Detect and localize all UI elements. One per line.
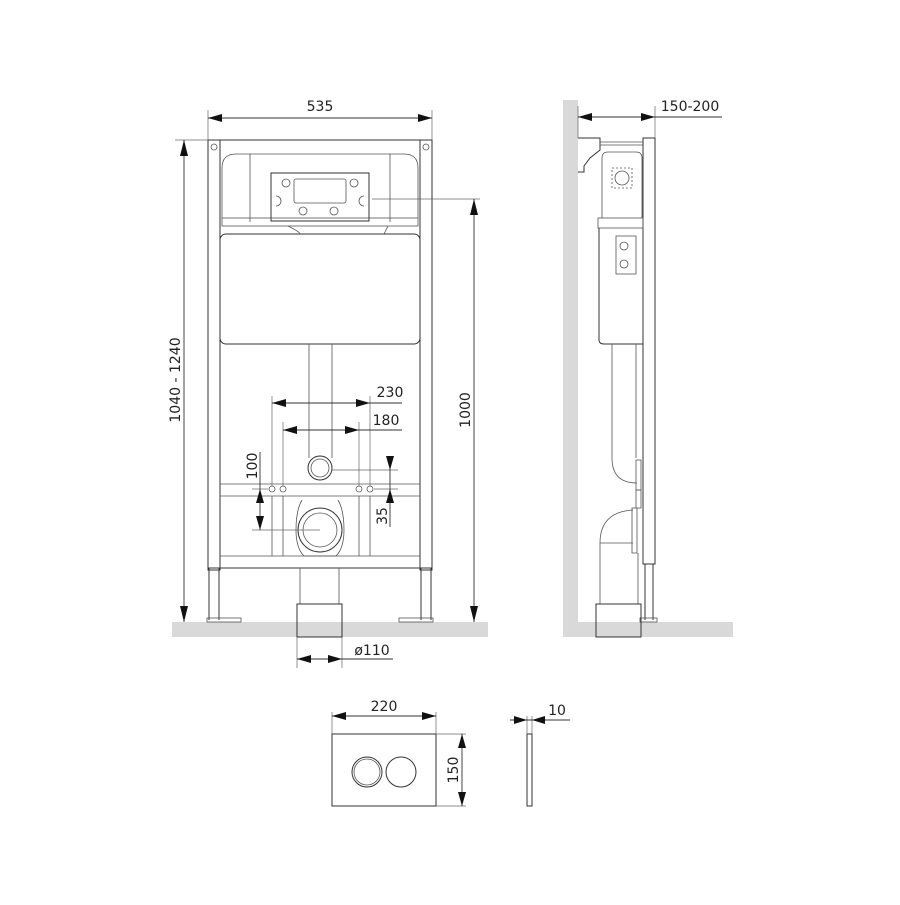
dim-total-height: 1040 - 1240 (168, 337, 184, 422)
floor (563, 622, 733, 637)
anchor-hole (366, 485, 374, 493)
anchor-hole (268, 485, 276, 493)
dim-anchor-outer: 230 (377, 385, 404, 401)
service-opening (270, 172, 370, 222)
flush-plate-front: 220 150 (331, 699, 466, 807)
cistern-side (598, 228, 643, 345)
dim-plate-thickness: 10 (548, 703, 566, 719)
flush-button-small (351, 756, 383, 788)
dim-drain-diameter: ø110 (354, 643, 389, 659)
water-inlet (307, 455, 333, 481)
wall (563, 100, 578, 637)
dim-anchor-inner: 180 (373, 413, 400, 429)
dim-frame-width: 535 (307, 99, 334, 115)
frame-right-post (419, 139, 433, 571)
frame-post-side (642, 137, 656, 565)
side-view: 150-200 (563, 99, 733, 638)
front-view: 535 1040 - 1240 1000 230 180 100 (168, 99, 488, 668)
flush-button-large (385, 756, 417, 788)
dim-plate-height: 150 (446, 757, 462, 784)
flush-plate (331, 733, 437, 807)
floor (172, 622, 488, 637)
anchor-hole (355, 485, 363, 493)
drain-pipe (296, 603, 343, 638)
wall-bracket (578, 137, 601, 173)
dim-wall-depth: 150-200 (661, 99, 720, 115)
dim-anchor-to-outlet: 100 (245, 453, 261, 480)
drain-pipe-side (595, 603, 642, 638)
dim-inlet-to-anchor: 35 (375, 507, 391, 525)
cistern-housing (221, 153, 419, 218)
dim-plate-width: 220 (371, 699, 398, 715)
anchor-hole (279, 485, 287, 493)
flush-plate-side: 10 (510, 703, 570, 807)
dim-cistern-height: 1000 (458, 392, 474, 428)
cistern-body (219, 233, 421, 345)
flush-plate-edge (526, 733, 533, 807)
frame-left-post (207, 139, 221, 571)
